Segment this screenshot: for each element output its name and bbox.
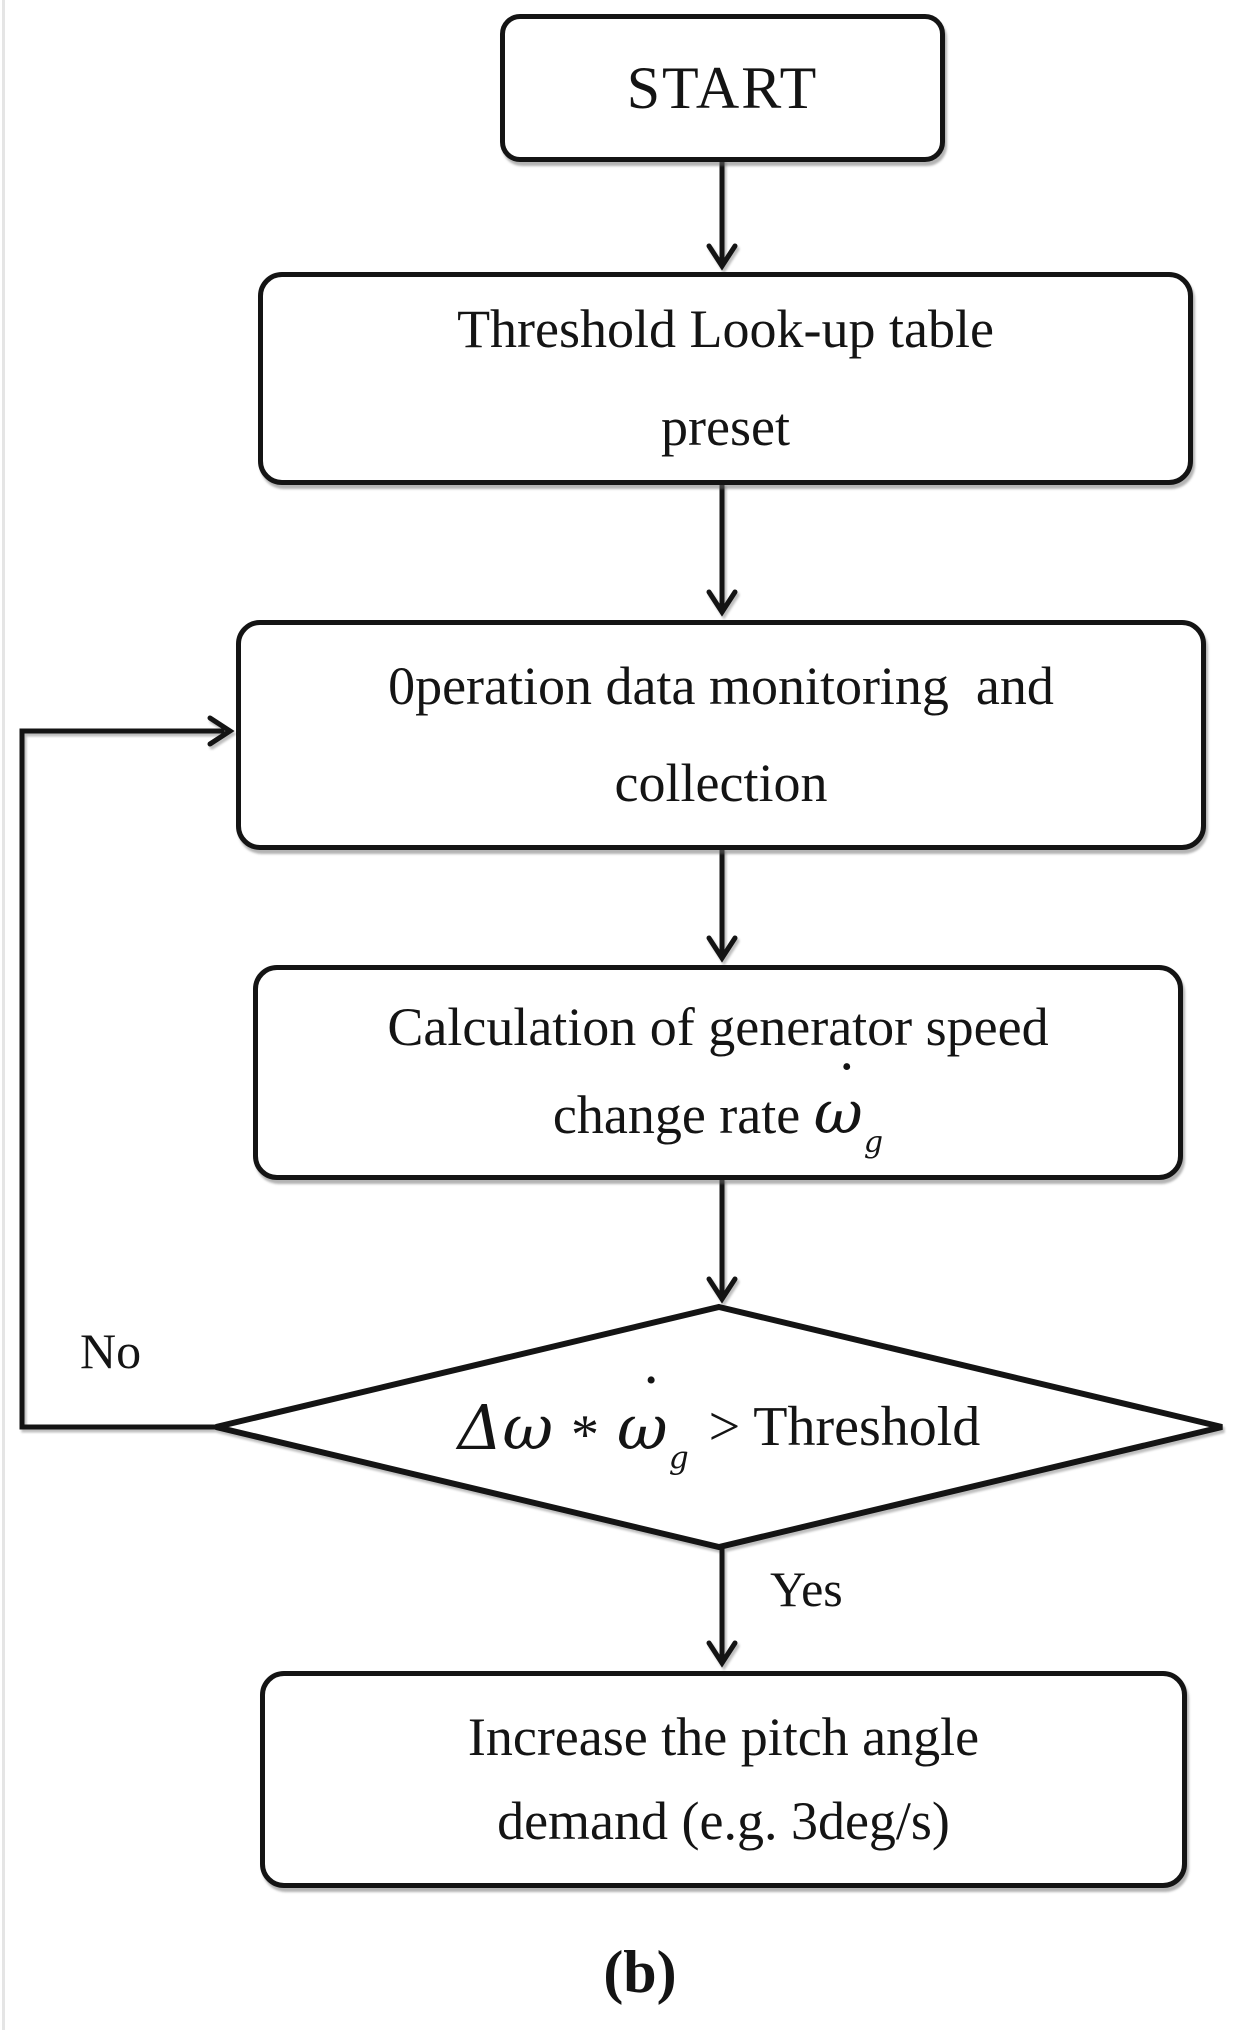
delta-omega-symbol: Δω [457, 1390, 554, 1464]
decision-diamond-label: Δω * ω˙g > Threshold [216, 1307, 1222, 1547]
action-line2: demand (e.g. 3deg/s) [497, 1790, 950, 1851]
pitch-action-node: Increase the pitch angle demand (e.g. 3d… [260, 1671, 1187, 1888]
calculation-node: Calculation of generator speed change ra… [253, 965, 1183, 1180]
arrowhead-down-2 [706, 589, 738, 617]
figure-caption: (b) [603, 1939, 677, 2005]
no-label: No [80, 1323, 142, 1379]
start-node: START [500, 14, 945, 162]
preset-line1: Threshold Look-up table [457, 299, 994, 360]
scan-edge-artifact [2, 0, 5, 2030]
yes-label: Yes [770, 1561, 843, 1617]
arrowhead-down-5 [706, 1640, 738, 1668]
arrowhead-down-3 [706, 935, 738, 963]
calc-line1: Calculation of generator speed [387, 997, 1049, 1057]
monitor-line1: 0peration data monitoring and [388, 655, 1054, 716]
arrowhead-down-4 [706, 1276, 738, 1304]
calc-line2: change rate ω˙g [552, 1054, 884, 1160]
action-line1: Increase the pitch angle [467, 1706, 980, 1767]
arrowhead-down-1 [706, 243, 738, 271]
omega-subscript-g: g [863, 1124, 884, 1160]
multiply-star: * [571, 1404, 600, 1466]
threshold-comparison: > Threshold [708, 1396, 981, 1458]
monitor-line2: collection [614, 753, 828, 813]
omega-subscript-g: g [668, 1439, 689, 1476]
arrowhead-right-no-loop [207, 715, 235, 747]
overdot: ˙ [635, 1365, 667, 1439]
preset-line2: preset [661, 396, 790, 457]
no-loop-connector [19, 728, 225, 1430]
omega-dot-symbol: ω˙g [814, 1054, 884, 1160]
decision-diamond-shape [215, 1303, 1223, 1551]
data-monitoring-node: 0peration data monitoring and collection [236, 620, 1206, 850]
start-label: START [626, 54, 819, 121]
threshold-preset-node: Threshold Look-up table preset [258, 272, 1193, 485]
calc-line2-text: change rate [552, 1085, 814, 1145]
overdot: ˙ [831, 1054, 862, 1124]
omega-dot-symbol: ω˙g [617, 1365, 689, 1476]
